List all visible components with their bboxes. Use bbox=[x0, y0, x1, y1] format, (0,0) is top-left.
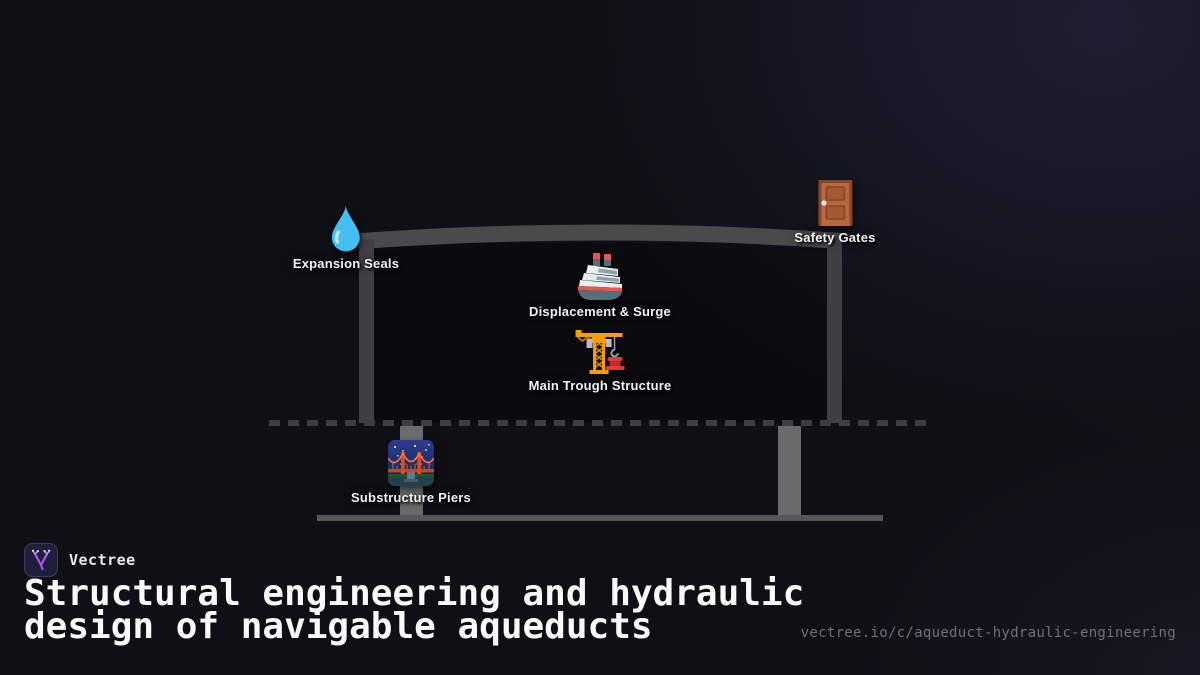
crane-icon bbox=[575, 328, 625, 374]
trough-top-beam bbox=[360, 224, 842, 249]
vectree-logo-icon bbox=[24, 543, 58, 577]
trough-wall-left bbox=[359, 239, 374, 423]
node-label: Main Trough Structure bbox=[528, 378, 672, 393]
node-label: Safety Gates bbox=[794, 230, 876, 245]
bridge-icon bbox=[387, 440, 434, 486]
ship-icon bbox=[575, 252, 625, 300]
foundation-ground-line bbox=[317, 515, 883, 521]
door-icon bbox=[817, 180, 853, 226]
node-displacement-surge: Displacement & Surge bbox=[529, 252, 671, 319]
node-main-trough-structure: Main Trough Structure bbox=[529, 328, 672, 393]
brand-row: Vectree bbox=[24, 543, 136, 577]
pier-right bbox=[778, 426, 801, 517]
brand-name: Vectree bbox=[69, 551, 136, 569]
node-label: Displacement & Surge bbox=[529, 304, 671, 319]
page-title: Structural engineering and hydraulic des… bbox=[24, 573, 805, 647]
node-label: Substructure Piers bbox=[351, 490, 471, 505]
footer-url: vectree.io/c/aqueduct-hydraulic-engineer… bbox=[800, 625, 1176, 641]
node-substructure-piers: Substructure Piers bbox=[351, 440, 471, 505]
node-expansion-seals: Expansion Seals bbox=[293, 204, 399, 271]
trough-wall-right bbox=[827, 239, 842, 423]
droplet-icon bbox=[327, 204, 365, 252]
node-safety-gates: Safety Gates bbox=[794, 180, 875, 245]
node-label: Expansion Seals bbox=[292, 256, 400, 271]
